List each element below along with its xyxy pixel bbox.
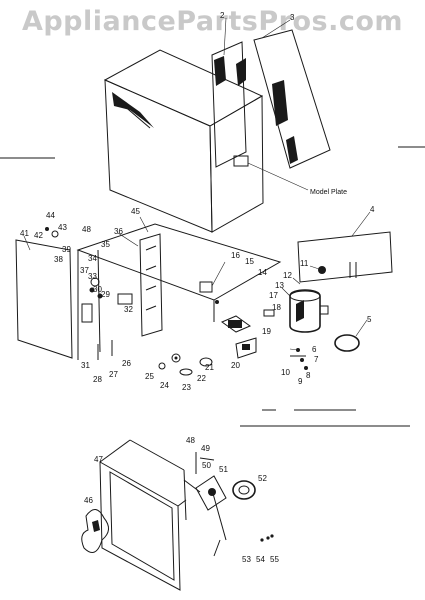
callout-43: 43 (58, 223, 67, 232)
callout-49: 49 (201, 444, 210, 453)
callout-14: 14 (258, 268, 267, 277)
callout-25: 25 (145, 372, 154, 381)
callout-numbers: 4 5 6 7 8 9 10 11 12 13 14 15 16 17 18 1… (20, 205, 375, 564)
callout-7: 7 (314, 355, 319, 364)
callout-51: 51 (219, 465, 228, 474)
callout-13: 13 (275, 281, 284, 290)
callout-45: 45 (131, 207, 140, 216)
callout-26: 26 (122, 359, 131, 368)
callout-33: 33 (88, 272, 97, 281)
callout-32: 32 (124, 305, 133, 314)
callout-19: 19 (262, 327, 271, 336)
watermark-logo: AppliancePartsPros.com (21, 6, 404, 37)
callout-2: 2 (220, 11, 225, 20)
callout-5: 5 (367, 315, 372, 324)
callout-37: 37 (80, 266, 89, 275)
cabinet-back-panel (211, 41, 247, 168)
callout-11: 11 (300, 259, 309, 268)
callout-17: 17 (269, 291, 278, 300)
callout-16: 16 (231, 251, 240, 260)
relay-and-capacitor (158, 315, 257, 376)
callout-18: 18 (272, 303, 281, 312)
callout-29: 29 (101, 290, 110, 299)
callout-48: 48 (186, 436, 195, 445)
callout-27: 27 (109, 370, 118, 379)
callout-50: 50 (202, 461, 211, 470)
callout-24: 24 (160, 381, 169, 390)
callout-39: 39 (62, 245, 71, 254)
callout-34: 34 (88, 254, 97, 263)
base-pan (15, 223, 282, 360)
callout-23: 23 (182, 383, 191, 392)
callout-53: 53 (242, 555, 251, 564)
callout-35: 35 (101, 240, 110, 249)
callout-31: 31 (81, 361, 90, 370)
callout-10: 10 (281, 368, 290, 377)
callout-36: 36 (114, 227, 123, 236)
callout-52: 52 (258, 474, 267, 483)
callout-30: 30 (93, 285, 102, 294)
cabinet-side-panel (253, 29, 331, 169)
callout-6: 6 (312, 345, 317, 354)
condenser-assembly (81, 439, 274, 591)
callout-21: 21 (205, 363, 214, 372)
callout-15: 15 (245, 257, 254, 266)
callout-55: 55 (270, 555, 279, 564)
callout-20: 20 (231, 361, 240, 370)
callout-47: 47 (94, 455, 103, 464)
callout-3: 3 (290, 13, 295, 22)
compressor (263, 231, 393, 370)
callout-41: 41 (20, 229, 29, 238)
callout-28: 28 (93, 375, 102, 384)
callout-38: 38 (54, 255, 63, 264)
callout-22: 22 (197, 374, 206, 383)
callout-12: 12 (283, 271, 292, 280)
control-components (45, 227, 219, 360)
callout-4: 4 (370, 205, 375, 214)
callout-8: 8 (306, 371, 311, 380)
callout-48b: 48 (82, 225, 91, 234)
callout-44: 44 (46, 211, 55, 220)
model-plate-label: Model Plate (310, 189, 347, 196)
callout-46: 46 (84, 496, 93, 505)
leader-lines (23, 211, 371, 351)
callout-54: 54 (256, 555, 265, 564)
callout-9: 9 (298, 377, 303, 386)
callout-42: 42 (34, 231, 43, 240)
